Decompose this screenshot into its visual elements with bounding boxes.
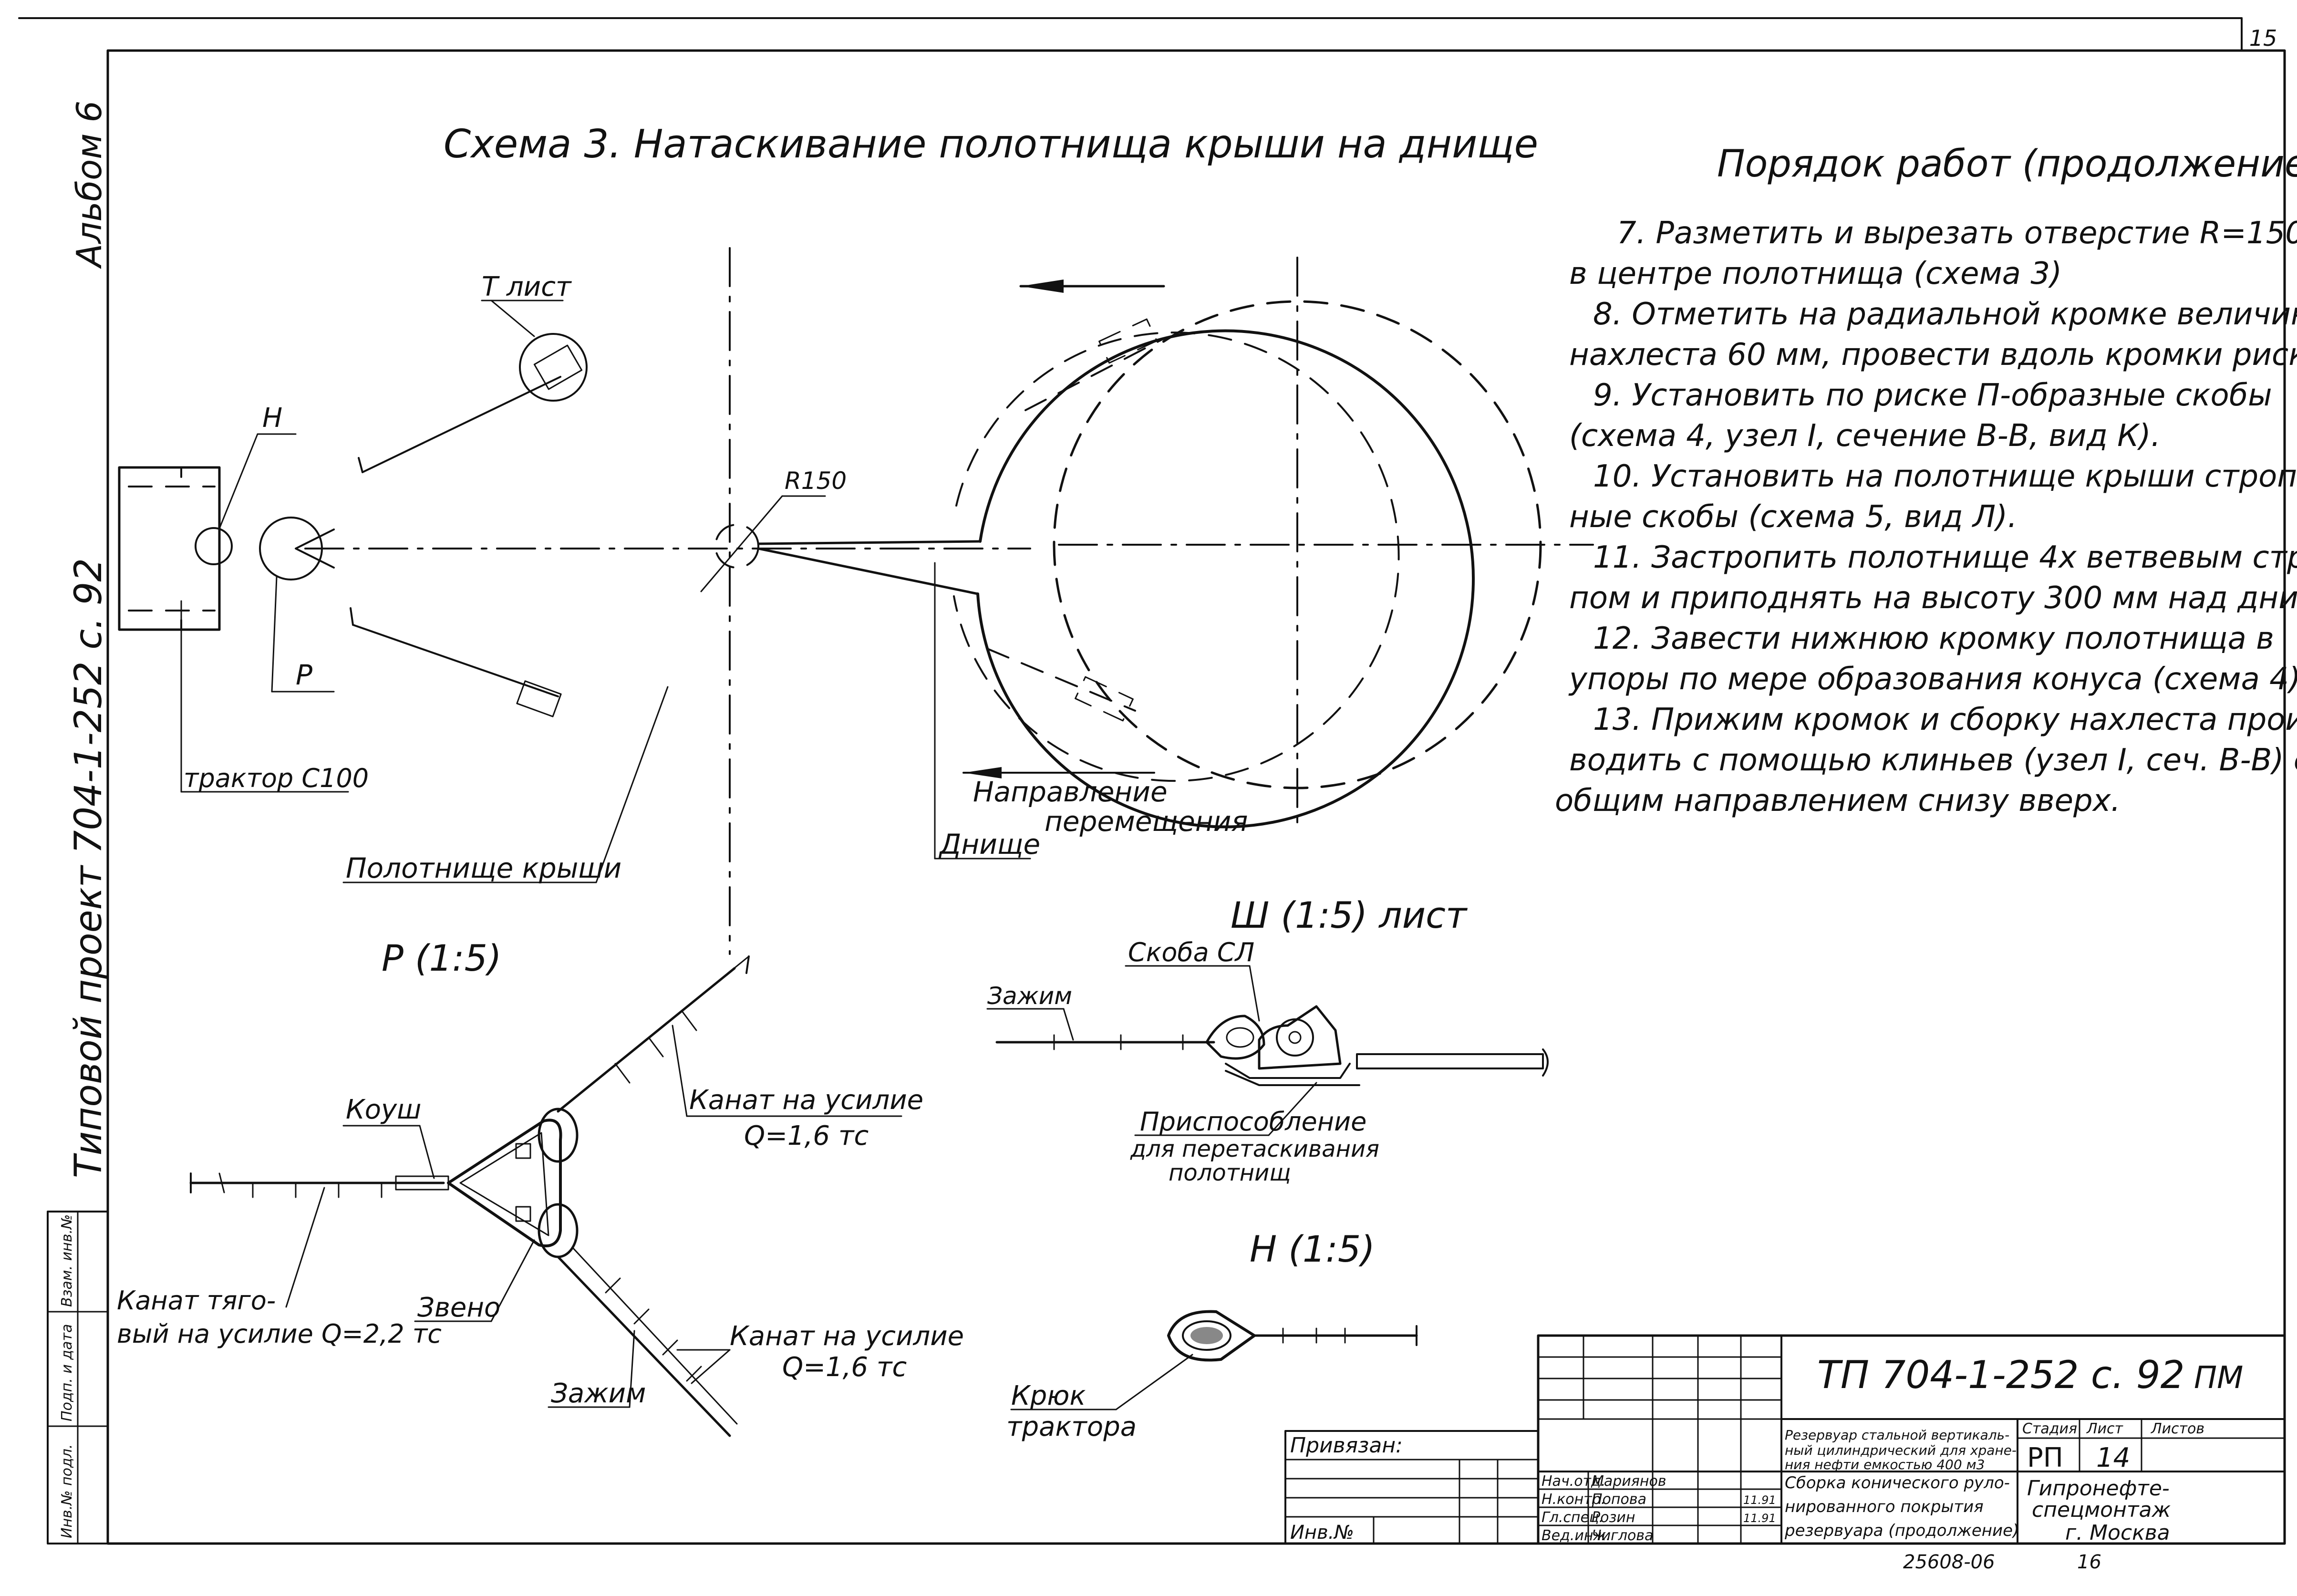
inv-label: Инв.№ <box>1290 1522 1354 1544</box>
detail-p-title: Р (1:5) <box>382 937 502 979</box>
detail-h: Н (1:5) Крюк трактора <box>1006 1228 1418 1442</box>
radius-label: R150 <box>785 467 847 495</box>
p-marker-label: Р <box>296 659 312 691</box>
rope-lower-label-1: Канат на усилие <box>730 1321 964 1352</box>
work-order: Порядок работ (продолжение) 7. Разметить… <box>1555 143 2297 819</box>
left-margin: Альбом 6 Типовой проект 704-1-252 с. 92 … <box>47 101 110 1544</box>
detail-sh-title: Ш (1:5) лист <box>1231 894 1468 936</box>
rope-upper-label-1: Канат на усилие <box>689 1085 923 1116</box>
work-order-line: ные скобы (схема 5, вид Л). <box>1569 499 2017 535</box>
signer-role: Нач.отд. <box>1542 1473 1605 1490</box>
work-order-line: 13. Прижим кромок и сборку нахлеста прои… <box>1593 702 2297 737</box>
bottom-outline <box>1053 300 1542 789</box>
org-line: спецмонтаж <box>2032 1498 2171 1522</box>
sheet-subject-line: Сборка конического руло- <box>1785 1473 2010 1492</box>
signer-role: Гл.спец. <box>1542 1509 1604 1526</box>
work-order-line: (схема 4, узел I, сечение В-В, вид К). <box>1569 418 2161 454</box>
rope-lower-label-2: Q=1,6 тс <box>782 1352 907 1383</box>
work-order-line: 10. Установить на полотнище крыши стропо… <box>1593 459 2297 494</box>
album-label: Альбом 6 <box>69 101 109 269</box>
detail-sh: Ш (1:5) лист Скоба СЛ Зажим Приспособлен… <box>986 894 1549 1186</box>
direction-label-1: Направление <box>973 776 1168 808</box>
work-order-line: водить с помощью клиньев (узел I, сеч. В… <box>1569 743 2297 778</box>
sheet-subject-line: резервуара (продолжение) <box>1784 1521 2019 1540</box>
link-label: Звено <box>417 1292 500 1323</box>
rope-pull-label-1: Канат тяго- <box>117 1285 276 1316</box>
doc-code: ТП 704-1-252 с. 92 <box>1817 1353 2185 1397</box>
stage-value: РП <box>2027 1442 2063 1473</box>
h-callout <box>195 527 233 565</box>
device-label-2: для перетаскивания <box>1130 1136 1379 1162</box>
org-line: г. Москва <box>2065 1521 2170 1545</box>
scheme-title: Схема 3. Натаскивание полотнища крыши на… <box>444 122 1538 167</box>
work-order-line: в центре полотнища (схема 3) <box>1569 256 2062 291</box>
description-line: ный цилиндрический для хране- <box>1785 1442 2017 1458</box>
direction-label-2: перемещения <box>1045 805 1248 838</box>
center-hole <box>714 524 759 569</box>
work-order-line: 11. Застропить полотнище 4х ветвевым стр… <box>1593 540 2297 575</box>
archive-number: 25608-06 <box>1903 1551 1995 1573</box>
work-order-line: 7. Разметить и вырезать отверстие R=150 … <box>1617 216 2297 251</box>
attached-label: Привязан: <box>1290 1433 1403 1458</box>
thimble-label: Коуш <box>346 1094 421 1125</box>
t-sheet-callout <box>519 333 588 402</box>
stamp-sign-label: Подп. и дата <box>59 1324 75 1421</box>
signer-date: 11.91 <box>1743 1512 1776 1525</box>
work-order-line: общим направлением снизу вверх. <box>1555 783 2121 819</box>
rope-upper-label-2: Q=1,6 тс <box>744 1120 869 1151</box>
signer-date: 11.91 <box>1743 1493 1776 1507</box>
roof-sheet-label: Полотнище крыши <box>346 852 621 884</box>
sheet-frame: 15 <box>18 17 2286 1545</box>
work-order-line: упоры по мере образования конуса (схема … <box>1568 662 2297 697</box>
rope-pull-label-2: вый на усилие Q=2,2 тс <box>117 1319 442 1349</box>
signer-name: Мариянов <box>1592 1473 1666 1490</box>
tractor-label: трактор С100 <box>184 763 369 793</box>
work-order-line: 8. Отметить на радиальной кромке величин… <box>1593 297 2297 332</box>
hook-label-2: трактора <box>1006 1411 1137 1442</box>
detail-h-title: Н (1:5) <box>1250 1228 1375 1270</box>
signer-name: Розин <box>1592 1509 1635 1526</box>
work-order-line: 9. Установить по риске П-образные скобы <box>1593 378 2272 413</box>
signer-role: Н.контр. <box>1542 1491 1605 1508</box>
signer-name: Попова <box>1592 1491 1646 1508</box>
description-line: ния нефти емкостью 400 м3 <box>1785 1457 1985 1472</box>
sh-clamp-label: Зажим <box>987 982 1072 1010</box>
col-sheets: Листов <box>2151 1420 2204 1437</box>
org-line: Гипронефте- <box>2027 1476 2170 1501</box>
hook-label-1: Крюк <box>1011 1380 1086 1411</box>
tractor-outline <box>118 466 221 631</box>
title-block: ТП 704-1-252 с. 92 ПМ Привязан: Инв.№ На… <box>1284 1334 2286 1573</box>
sheet-value: 14 <box>2096 1442 2130 1473</box>
stamp-replace-label: Взам. инв.№ <box>59 1214 75 1307</box>
p-callout <box>259 517 323 580</box>
signer-role: Вед.инж. <box>1542 1527 1611 1544</box>
side-project-label: Типовой проект 704-1-252 с. 92 <box>67 558 110 1178</box>
work-order-line: нахлеста 60 мм, провести вдоль кромки ри… <box>1569 337 2297 373</box>
stamp-inv-label: Инв.№ подл. <box>59 1444 75 1538</box>
signer-name: Чиглова <box>1592 1527 1653 1544</box>
device-label-3: полотнищ <box>1169 1160 1291 1186</box>
col-stage: Стадия <box>2022 1420 2077 1437</box>
roof-sheet-outline <box>976 329 1475 829</box>
detail-p: Р (1:5) Коуш <box>117 937 964 1437</box>
work-order-line: 12. Завести нижнюю кромку полотнища в <box>1593 621 2274 656</box>
description-line: Резервуар стальной вертикаль- <box>1785 1427 2009 1443</box>
col-sheet: Лист <box>2086 1420 2124 1437</box>
sheet-number: 15 <box>2249 25 2277 51</box>
main-scheme: R150 Т лист Направление перемещения Днищ… <box>118 247 1594 955</box>
t-sheet-label: Т лист <box>482 271 572 302</box>
doc-suffix: ПМ <box>2194 1360 2243 1396</box>
work-order-line: пом и приподнять на высоту 300 мм над дн… <box>1569 580 2297 616</box>
clamp-label: Зажим <box>551 1378 646 1409</box>
archive-sheet: 16 <box>2077 1551 2101 1573</box>
sheet-subject-line: нированного покрытия <box>1785 1497 1984 1516</box>
bottom-label: Днище <box>938 828 1040 860</box>
device-label-1: Приспособление <box>1140 1107 1366 1137</box>
bracket-label: Скоба СЛ <box>1128 937 1254 967</box>
work-order-heading: Порядок работ (продолжение) <box>1717 143 2297 186</box>
h-marker-label: Н <box>262 403 282 434</box>
